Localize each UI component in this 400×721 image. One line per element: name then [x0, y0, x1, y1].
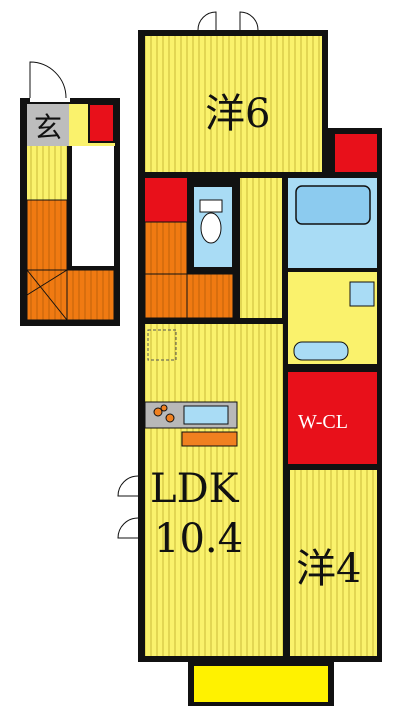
toilet-tank — [199, 199, 223, 213]
ldk-label-line2: 10.4 — [154, 516, 243, 562]
window-door-2 — [239, 11, 259, 31]
ldk-door-2 — [117, 517, 139, 539]
window-door-1 — [197, 11, 217, 31]
entrance-label: 玄 — [34, 111, 62, 144]
ldk-label-line1: LDK — [150, 466, 240, 512]
stove-burner-1 — [153, 407, 163, 417]
walk-in-closet — [288, 372, 377, 464]
walk-in-closet-label: W-CL — [298, 411, 348, 433]
stove-burner-3 — [160, 404, 168, 412]
western-room-4 — [290, 470, 377, 656]
hallway — [240, 178, 282, 318]
kitchen-island — [181, 431, 238, 447]
shoe-storage — [88, 103, 115, 143]
stair-void — [72, 146, 114, 266]
main-floor-plan: 洋6 W-CL LDK — [117, 11, 382, 706]
fridge-space — [147, 329, 177, 361]
main-stairs-turn — [186, 273, 234, 319]
western-room-4-label: 洋4 — [296, 546, 361, 592]
entrance-stairs-landing — [26, 269, 115, 321]
entrance-floor-plan: 玄 — [20, 61, 120, 326]
toilet-bowl — [200, 212, 222, 244]
ldk-door-1 — [117, 475, 139, 497]
washing-machine — [349, 281, 375, 307]
entrance-door-swing — [29, 61, 67, 99]
entrance-genkan-floor — [27, 104, 69, 146]
bathtub — [295, 185, 371, 225]
main-stairs — [144, 221, 188, 319]
closet-room-6 — [335, 134, 377, 172]
kitchen-sink — [183, 405, 229, 425]
wash-basin — [293, 341, 349, 361]
storage-hall — [145, 178, 187, 222]
balcony — [194, 666, 328, 702]
western-room-6-label: 洋6 — [205, 91, 270, 137]
western-room-6 — [145, 36, 322, 172]
stove-burner-2 — [165, 413, 175, 423]
ldk-room — [145, 324, 283, 656]
